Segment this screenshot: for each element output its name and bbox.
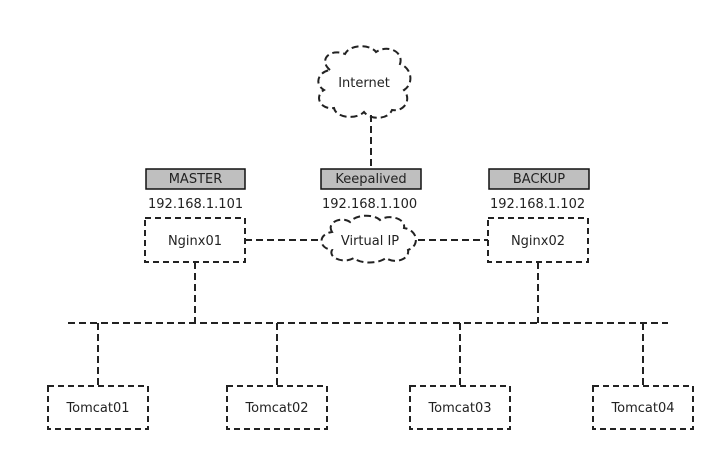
keepalived-box	[320, 168, 422, 190]
master-ip: 192.168.1.101	[148, 197, 243, 212]
tomcat04-label: Tomcat04	[610, 401, 674, 416]
master-role-box	[145, 168, 246, 190]
nginx01-label: Nginx01	[168, 234, 222, 249]
tomcat02-box	[226, 385, 328, 430]
backup-role-box	[488, 168, 590, 190]
backup-role-label: BACKUP	[513, 172, 565, 187]
keepalived-ip: 192.168.1.100	[322, 197, 417, 212]
tomcat02-label: Tomcat02	[244, 401, 308, 416]
tomcat03-box	[409, 385, 511, 430]
tomcat01-label: Tomcat01	[65, 401, 129, 416]
tomcat03-label: Tomcat03	[427, 401, 491, 416]
keepalived-label: Keepalived	[335, 172, 406, 187]
internet-label: Internet	[338, 76, 390, 91]
virtual-ip-label: Virtual IP	[341, 234, 399, 249]
virtual-ip-cloud	[320, 214, 417, 264]
master-role-label: MASTER	[169, 172, 223, 187]
backup-ip: 192.168.1.102	[490, 197, 585, 212]
tomcat04-box	[592, 385, 694, 430]
nginx02-label: Nginx02	[511, 234, 565, 249]
tomcat01-box	[47, 385, 149, 430]
